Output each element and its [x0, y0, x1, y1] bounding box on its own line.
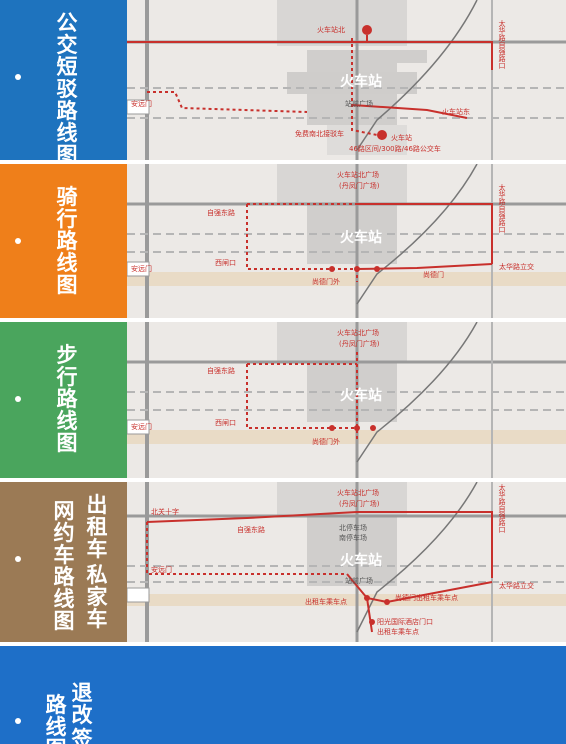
taxi-panel-title-col-1: 出租车	[86, 493, 108, 561]
label-taihua-bridge: 太华路立交	[499, 262, 534, 271]
bullet-icon	[15, 238, 21, 244]
label-ziqiang: 自强东路	[207, 208, 235, 217]
label-ziqiang: 自强东路	[207, 366, 235, 375]
label-station: 火车站	[340, 387, 382, 404]
taxi-route-panel: 出租车 私家车 网约车路线图	[0, 482, 566, 642]
bullet-icon	[15, 556, 21, 562]
label-ziqiang: 自强东路	[237, 525, 265, 534]
label-taihua: 太华路自强路口	[498, 19, 506, 69]
label-taihua-bridge: 太华路立交	[499, 581, 534, 590]
label-bus-stop: 火车站	[391, 133, 412, 142]
walk-panel-sidebar: 步行路线图	[0, 322, 127, 478]
taxi-panel-title-col-2: 私家车	[86, 563, 108, 631]
label-north-square: 火车站北广场	[337, 488, 379, 497]
label-anyuan: 安远门	[131, 422, 152, 431]
label-beiguan: 北关十字	[151, 507, 179, 516]
ticket-panel-title-col-1: 退改	[71, 681, 93, 727]
ticket-change-panel: 退改 路线图 签信	[0, 646, 566, 744]
ticket-panel-title-col-2: 路线图	[45, 693, 67, 744]
walk-route-panel: 步行路线图 火车站北广场 (丹凤门广场) 火车站 自强东路	[0, 322, 566, 478]
bus-panel-sidebar: 公交短驳路线图	[0, 0, 127, 160]
label-north-station: 火车站北	[317, 25, 345, 34]
label-xizhakou: 西闸口	[215, 259, 236, 267]
label-taxi-stop: 出租车乘车点	[305, 597, 347, 606]
taxi-panel-title-col-3: 网约车路线图	[53, 499, 75, 633]
label-south-lot: 南停车场	[339, 533, 367, 542]
label-anyuan: 安远门	[151, 565, 172, 574]
label-anyuan: 安远门	[131, 99, 152, 108]
label-xizhakou: 西闸口	[215, 419, 236, 427]
label-danfeng: (丹凤门广场)	[339, 499, 380, 508]
label-shangdemen-out: 尚德门外	[312, 437, 340, 446]
taxi-route-map: 北关十字 火车站北广场 (丹凤门广场) 自强东路 北停车场 南停车场 火车站 站…	[127, 482, 566, 642]
bus-route-map: 火车站北 火车站 站前广场 火车站东 免费南北接驳车 火车站 46路区间/300…	[127, 0, 566, 160]
bike-route-panel: 骑行路线图 火车站北广场 (丹凤门广场) 火车站	[0, 164, 566, 318]
label-station: 火车站	[340, 552, 382, 569]
bike-route-map: 火车站北广场 (丹凤门广场) 火车站 自强东路 西闸口 尚德门 尚德门外 太华路…	[127, 164, 566, 318]
label-taihua: 太华路自强路口	[498, 483, 506, 533]
bus-panel-title: 公交短驳路线图	[56, 11, 78, 160]
label-north-lot: 北停车场	[339, 523, 367, 532]
label-square: 站前广场	[345, 99, 373, 108]
label-north-square: 火车站北广场	[337, 328, 379, 337]
label-anyuan: 安远门	[131, 264, 152, 273]
bullet-icon	[15, 718, 21, 724]
bullet-icon	[15, 396, 21, 402]
bike-panel-title: 骑行路线图	[56, 185, 78, 297]
label-station: 火车站	[340, 229, 382, 246]
label-square: 站前广场	[345, 576, 373, 585]
label-shangdemen-taxi: 尚德门出租车乘车点	[395, 593, 458, 602]
label-yangguang: 阳光国际酒店门口	[377, 617, 433, 626]
label-taihua: 太华路自强路口	[498, 183, 506, 233]
bullet-icon	[15, 74, 21, 80]
label-shangdemen-out: 尚德门外	[312, 277, 340, 286]
walk-route-map: 火车站北广场 (丹凤门广场) 火车站 自强东路 西闸口 尚德门外 安远门	[127, 322, 566, 478]
label-free-bus: 免费南北接驳车	[295, 129, 344, 138]
label-danfeng: (丹凤门广场)	[339, 181, 380, 190]
label-shangdemen: 尚德门	[423, 270, 444, 279]
label-bus-lines: 46路区间/300路/46路公交车	[349, 144, 441, 153]
ticket-panel-title-col-3: 签信	[71, 727, 93, 744]
bus-route-panel: 公交短驳路线图 火车站北 火车站 站前	[0, 0, 566, 160]
bike-panel-sidebar: 骑行路线图	[0, 164, 127, 318]
walk-panel-title: 步行路线图	[56, 343, 78, 455]
label-north-square: 火车站北广场	[337, 170, 379, 179]
label-danfeng: (丹凤门广场)	[339, 339, 380, 348]
label-station: 火车站	[340, 73, 382, 90]
label-east-station: 火车站东	[442, 107, 470, 116]
taxi-panel-sidebar: 出租车 私家车 网约车路线图	[0, 482, 127, 642]
label-yangguang-taxi: 出租车乘车点	[377, 627, 419, 636]
